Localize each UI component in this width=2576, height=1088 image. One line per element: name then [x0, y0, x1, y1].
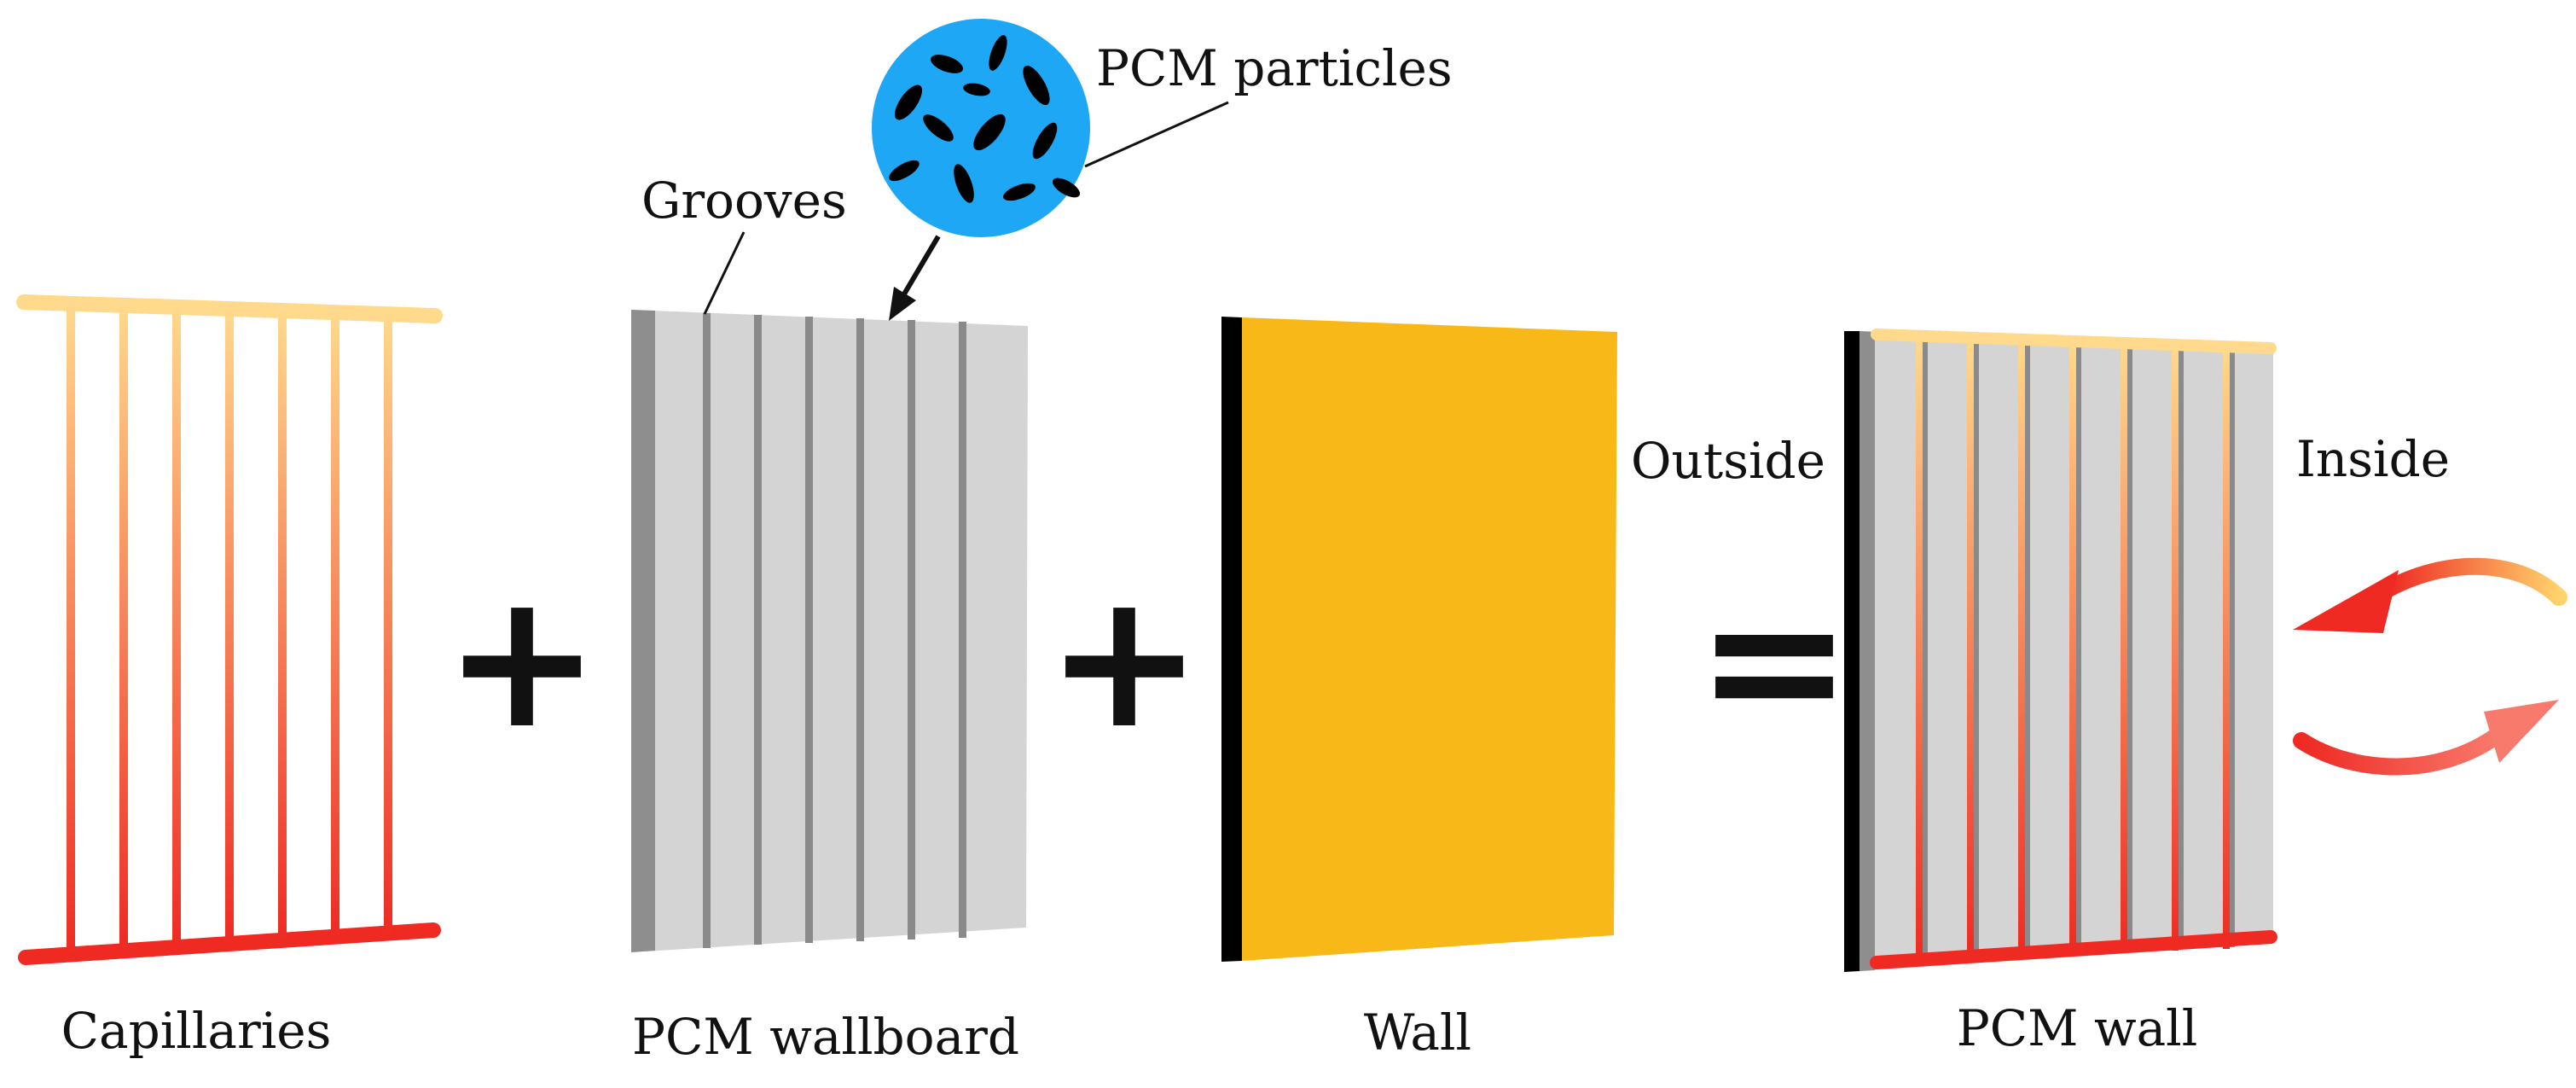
pcm-wall-assembly — [1844, 329, 2277, 972]
groove — [2177, 345, 2184, 949]
capillary-tube — [67, 304, 75, 954]
pcm-particles-magnifier — [872, 19, 1090, 237]
pcm-particle — [1003, 183, 1036, 201]
circular-arrows-icon — [2293, 557, 2567, 776]
pcm-wall-face — [1859, 331, 2273, 971]
pcm-particle — [1032, 122, 1058, 160]
wall-label: Wall — [1364, 1004, 1471, 1062]
plus-operator-2: + — [1046, 551, 1203, 770]
embedded-capillary — [2018, 341, 2025, 956]
groove — [703, 313, 711, 948]
capillary-tube — [119, 305, 128, 951]
groove — [2228, 346, 2235, 947]
wallboard-edge — [631, 310, 655, 952]
equals-operator: = — [1696, 551, 1853, 770]
groove — [2023, 340, 2030, 954]
groove — [2126, 343, 2132, 951]
capillary-tube — [384, 314, 392, 937]
pcm-wall-inner-edge — [1859, 331, 1875, 971]
groove — [805, 317, 813, 943]
pcm-particle-group — [889, 35, 1081, 203]
capillary-tube — [172, 307, 181, 947]
wall-face — [1242, 317, 1617, 961]
pcm-particle — [930, 55, 964, 73]
pcm-wall-label: PCM wall — [1957, 999, 2198, 1057]
wall-edge — [1221, 317, 1242, 962]
arrow-upper-head — [2293, 570, 2399, 633]
capillary-tube — [225, 309, 234, 944]
groove — [856, 318, 864, 941]
pcm-particle — [954, 164, 974, 203]
grooves-leader-line — [703, 231, 746, 315]
groove — [2074, 341, 2081, 952]
pcm-particle — [894, 84, 923, 120]
wallboard-face — [631, 310, 1028, 952]
pcm-wallboard — [631, 310, 1028, 952]
pcm-wall-outer-edge — [1844, 331, 1859, 972]
inside-label: Inside — [2296, 430, 2450, 488]
pcm-particles-label: PCM particles — [1096, 39, 1453, 97]
capillary-tube — [278, 311, 287, 942]
particles-leader-line — [1084, 101, 1229, 168]
groove — [1921, 336, 1928, 959]
pcm-particle — [963, 83, 990, 96]
outside-label: Outside — [1631, 432, 1825, 490]
pcm-particle — [989, 35, 1007, 71]
embedded-capillary — [1916, 338, 1923, 961]
pcm-particle — [923, 114, 954, 142]
pcm-particle — [1023, 65, 1050, 106]
groove — [908, 320, 915, 940]
embedded-capillary — [2121, 345, 2127, 952]
pcm-particle — [973, 113, 1006, 151]
pcm-particle — [889, 160, 920, 182]
groove — [1972, 338, 1979, 956]
capillaries-label: Capillaries — [61, 1002, 332, 1060]
embedded-header-bottom — [1870, 930, 2277, 969]
groove — [959, 322, 966, 938]
embedded-capillary — [2172, 346, 2179, 951]
embedded-capillary — [2069, 343, 2076, 954]
capillary-tube — [331, 312, 339, 940]
capillaries-mat — [16, 294, 443, 965]
embedded-capillary — [1967, 340, 1974, 957]
embedded-capillary — [2223, 348, 2230, 949]
embedded-header-top — [1871, 329, 2277, 354]
pcm-particle — [1052, 177, 1081, 198]
arrow-lower-head — [2484, 700, 2559, 763]
arrow-lower — [2293, 725, 2508, 776]
particles-arrow — [889, 235, 941, 321]
grooves-label: Grooves — [641, 172, 847, 230]
plus-operator-1: + — [444, 551, 600, 770]
wall-block — [1221, 317, 1617, 962]
arrow-upper — [2380, 557, 2567, 606]
pcm-wallboard-label: PCM wallboard — [632, 1008, 1019, 1066]
groove — [754, 315, 762, 945]
